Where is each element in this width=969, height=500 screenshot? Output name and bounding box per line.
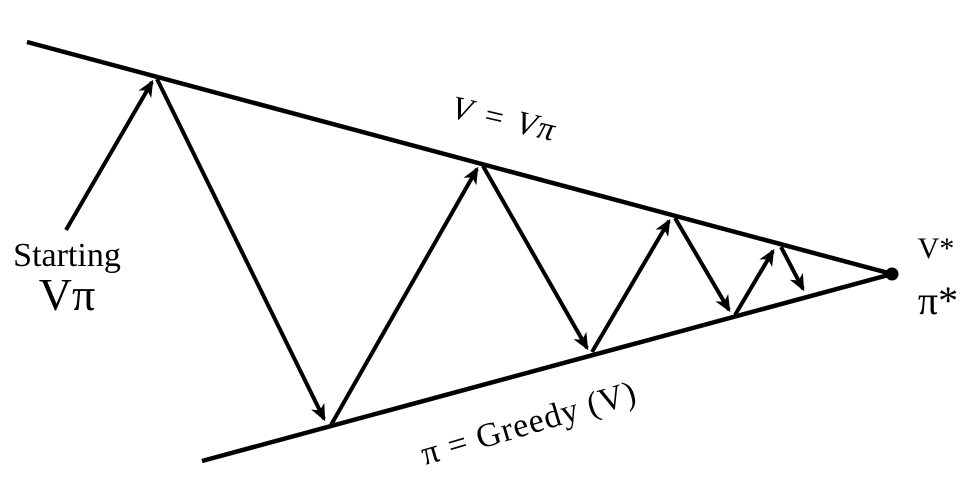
iteration-arrow-improvement-3: [673, 216, 731, 313]
starting-value-function: Vπ: [38, 269, 96, 321]
iteration-arrow-evaluation-1: [64, 79, 154, 232]
optimal-value-label: V*: [917, 232, 955, 265]
starting-point-label: Starting Vπ: [13, 237, 121, 321]
starting-label-word: Starting: [13, 237, 121, 275]
iteration-arrow-evaluation-2: [329, 166, 479, 426]
iteration-arrow-evaluation-3: [590, 218, 671, 354]
convergence-point-dot: [885, 267, 899, 281]
iteration-arrow-improvement-2: [481, 165, 589, 351]
optimal-policy-label: π*: [917, 278, 959, 323]
iteration-arrow-evaluation-4: [733, 248, 775, 317]
greedy-policy-line: [201, 271, 893, 464]
iteration-arrow-improvement-4: [779, 246, 805, 292]
value-function-line: [26, 39, 893, 277]
iteration-arrow-improvement-1: [155, 78, 326, 422]
